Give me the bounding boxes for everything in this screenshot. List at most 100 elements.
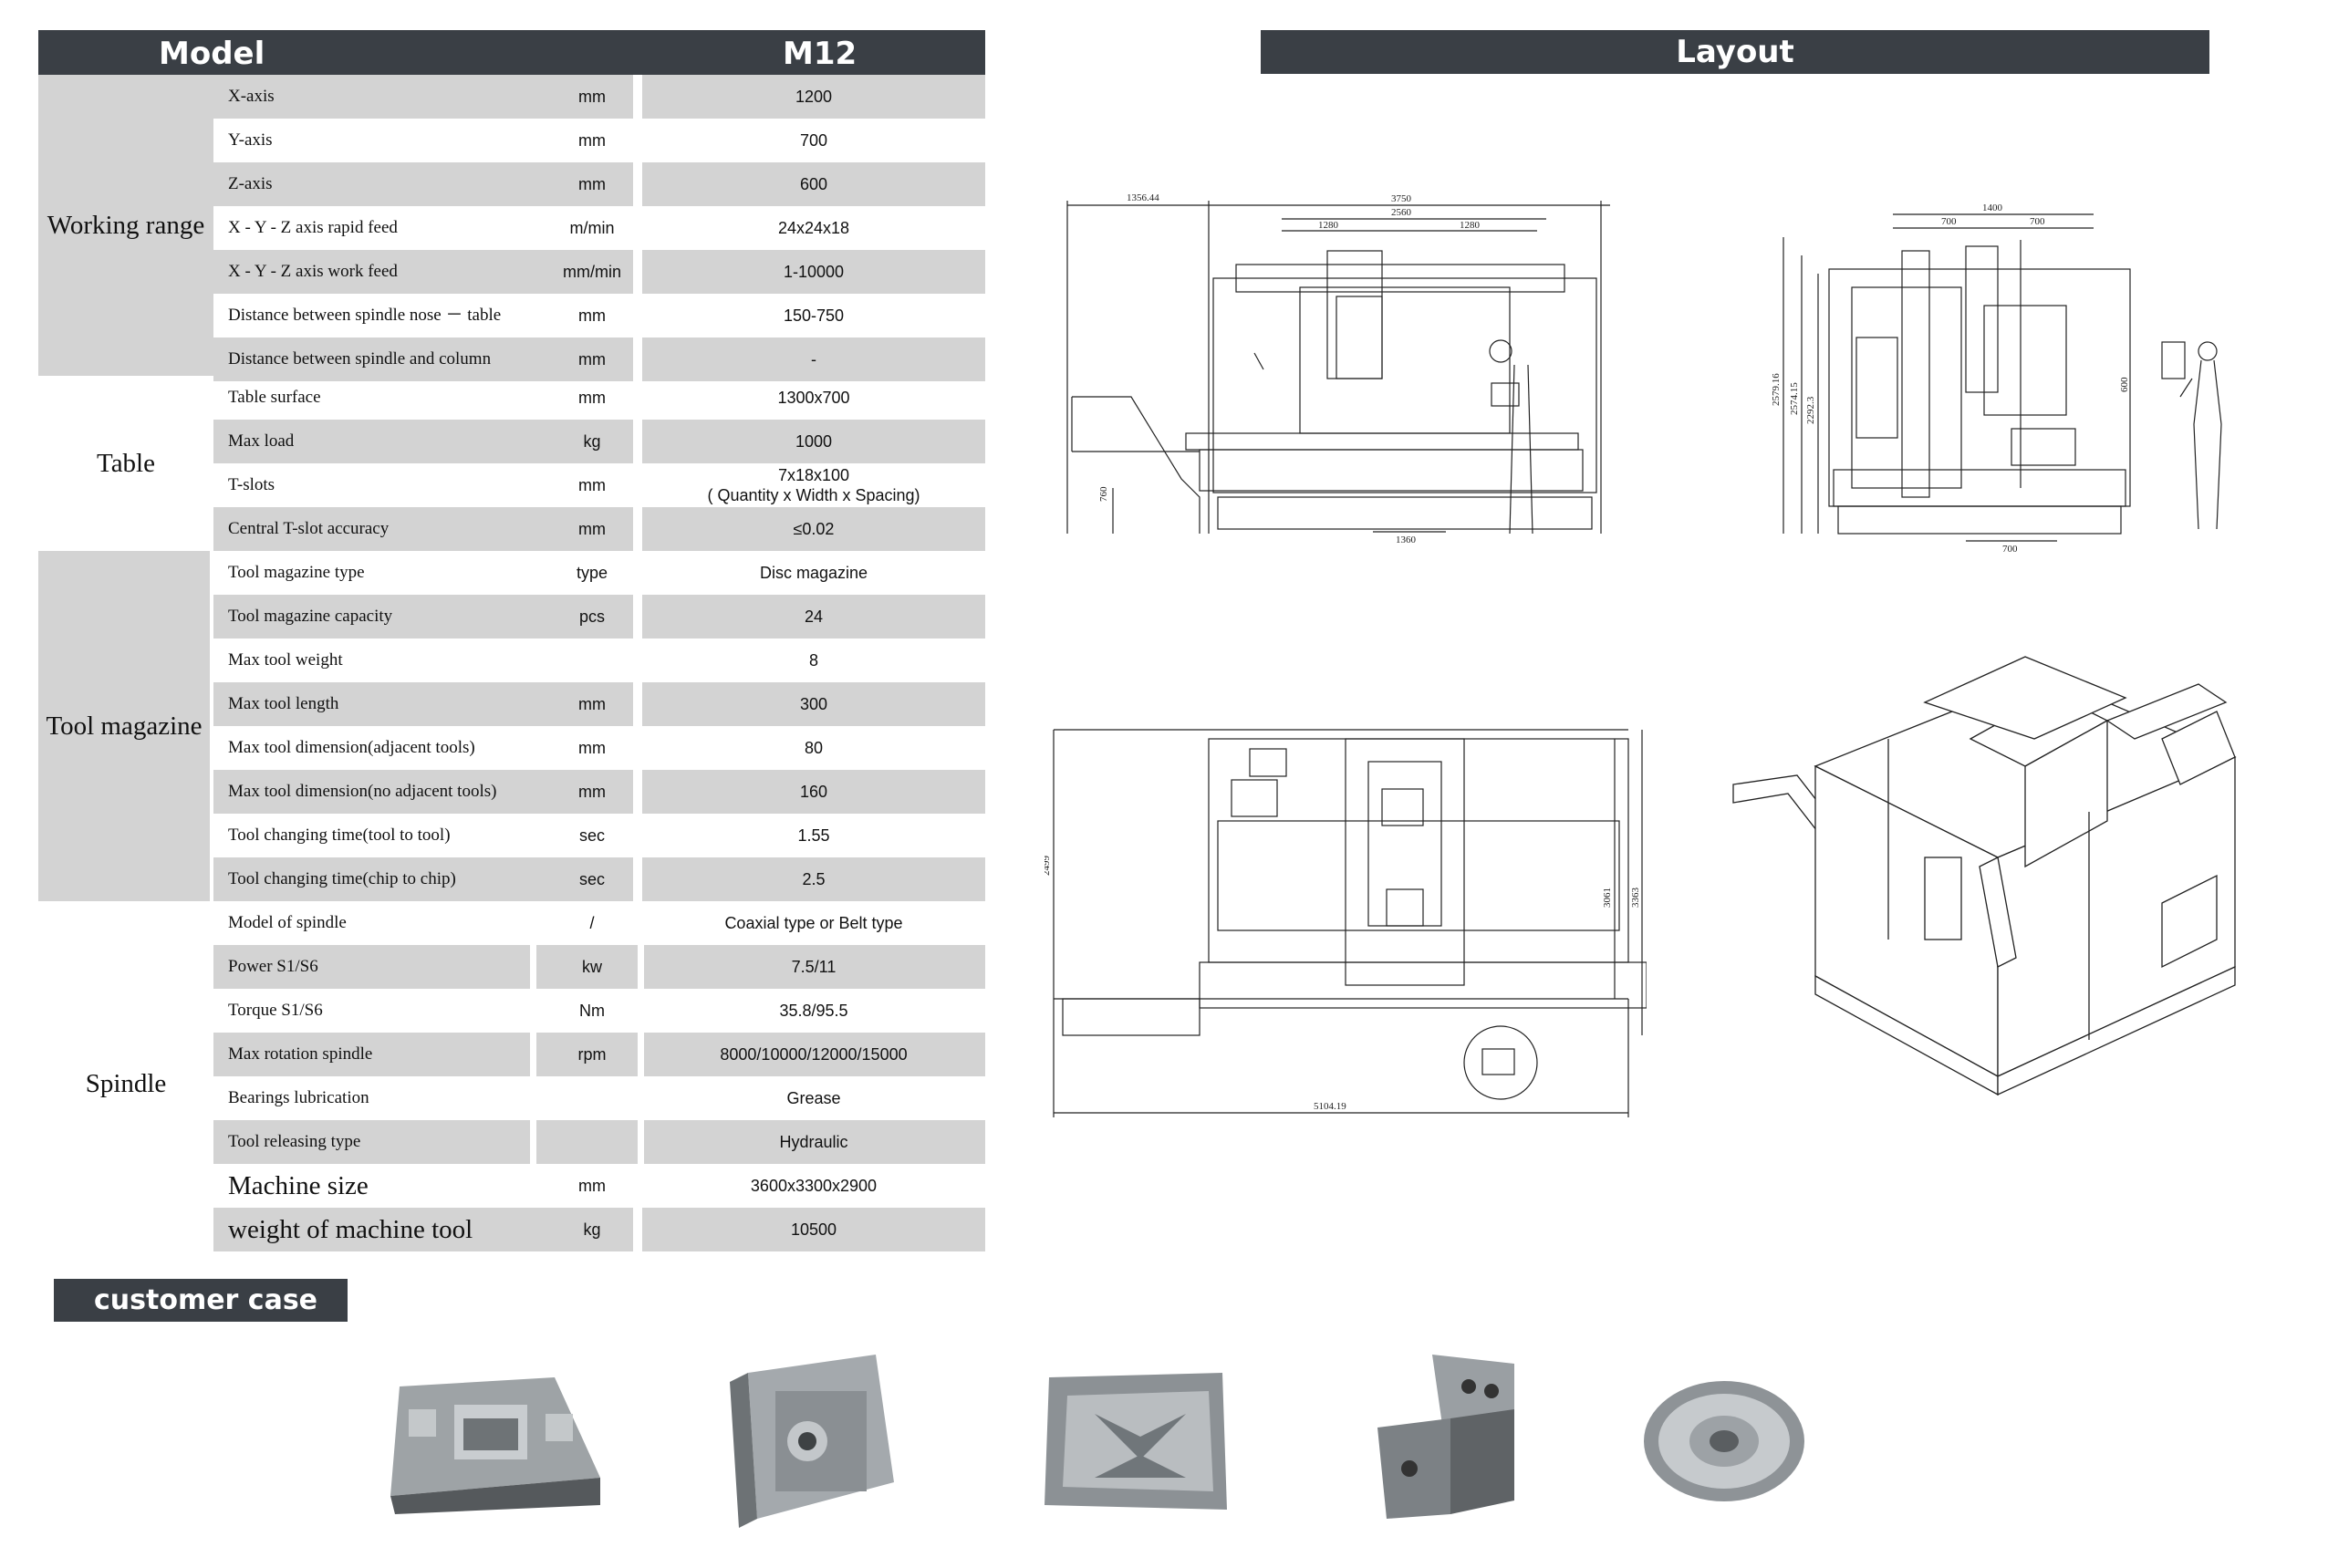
spec-label: Y-axis: [228, 130, 273, 150]
spec-value: 3600x3300x2900: [750, 1177, 878, 1195]
spec-label: Distance between spindle and column: [228, 349, 492, 369]
spec-unit: mm: [578, 739, 606, 757]
spec-unit: [542, 1076, 642, 1120]
spec-unit: mm: [578, 695, 606, 713]
dim-side-6: 600: [2119, 377, 2130, 392]
spec-value: 1200: [795, 88, 833, 106]
spec-label: Table surface: [228, 388, 321, 407]
spec-unit: type: [576, 564, 608, 582]
spec-unit: mm: [578, 350, 606, 369]
dim-front-5: 760: [1098, 486, 1109, 502]
spec-value: 80: [804, 739, 824, 757]
spec-value: 7.5/11: [791, 958, 837, 976]
spec-unit: pcs: [578, 607, 605, 626]
spec-unit: kw: [582, 958, 602, 976]
spec-unit: mm: [578, 783, 606, 801]
spec-label: weight of machine tool: [228, 1215, 473, 1244]
dim-front-3: 1280: [1318, 220, 1339, 231]
dim-front-2: 2560: [1391, 207, 1412, 218]
spec-unit: mm: [578, 520, 606, 538]
spec-value: Coaxial type or Belt type: [724, 914, 903, 932]
customer-case-header: customer case: [54, 1279, 348, 1322]
category-tool-magazine: Tool magazine: [38, 551, 210, 901]
spec-value: 150-750: [783, 306, 845, 325]
spec-label: Z-axis: [228, 174, 273, 193]
spec-value: 2.5: [802, 870, 826, 888]
top-view-drawing: 2499 3061 3363 5104.19: [1045, 729, 1647, 1117]
part-image-cavity-plate: [1045, 1373, 1227, 1510]
dim-top-1: 3061: [1602, 888, 1613, 908]
spec-label: Max tool weight: [228, 650, 343, 670]
spec-unit: kg: [583, 1220, 601, 1239]
dim-side-0: 1400: [1982, 202, 2003, 213]
spec-unit: mm: [578, 389, 606, 407]
dim-side-2: 700: [2030, 216, 2045, 227]
spec-label: X-axis: [228, 87, 275, 106]
spec-unit: sec: [578, 870, 605, 888]
spec-label: T-slots: [228, 475, 275, 494]
spec-value: 1300x700: [777, 389, 850, 407]
front-view-drawing: 1356.44 3750 2560 1280 1280 760 1360: [1066, 192, 1610, 543]
spec-value: 1.55: [797, 826, 830, 845]
spec-unit: mm: [578, 476, 606, 494]
spec-label: X - Y - Z axis work feed: [228, 262, 398, 281]
spec-row: Model of spindle/Coaxial type or Belt ty…: [213, 901, 985, 945]
spec-value: 10500: [790, 1220, 837, 1239]
category-working-range: Working range: [38, 75, 213, 376]
spec-value: 300: [799, 695, 828, 713]
spec-value: 24x24x18: [777, 219, 850, 237]
spec-unit: mm: [578, 88, 606, 106]
spec-label: Tool releasing type: [228, 1132, 361, 1151]
spec-label: Max rotation spindle: [228, 1044, 373, 1064]
spec-value: 600: [799, 175, 828, 193]
isometric-drawing: [1732, 656, 2237, 1096]
spec-row: X-axis mm 1200: [213, 75, 985, 119]
spec-label: Power S1/S6: [228, 957, 318, 976]
spec-value: 160: [799, 783, 828, 801]
dim-top-3: 5104.19: [1314, 1101, 1346, 1112]
spec-unit: sec: [578, 826, 605, 845]
spec-label: Tool changing time(chip to chip): [228, 869, 456, 888]
spec-label: Tool magazine capacity: [228, 607, 393, 626]
dim-side-3: 2579.16: [1771, 373, 1782, 406]
spec-row: weight of machine tool kg 10500: [213, 1208, 985, 1251]
spec-unit: mm: [578, 1177, 606, 1195]
dim-front-1: 3750: [1391, 193, 1412, 204]
spec-label: Torque S1/S6: [228, 1001, 323, 1020]
spec-unit: [542, 639, 642, 682]
spec-row: Max tool weight 8: [213, 639, 985, 682]
dim-front-4: 1280: [1460, 220, 1481, 231]
spec-label: Bearings lubrication: [228, 1088, 369, 1107]
spec-unit: mm/min: [563, 263, 621, 281]
spec-value: 1-10000: [783, 263, 845, 281]
layout-header: Layout: [1261, 30, 2209, 74]
dim-side-4: 2574.15: [1789, 382, 1800, 415]
spec-unit: mm: [578, 131, 606, 150]
spec-value: Grease: [786, 1089, 841, 1107]
spec-value: 700: [799, 131, 828, 150]
spec-value: 35.8/95.5: [779, 1002, 848, 1020]
spec-header-bar: Model M12: [38, 30, 985, 75]
side-view-drawing: 1400 700 700 2579.16 2574.15 2292.3 600 …: [1771, 202, 2222, 552]
spec-label: Tool magazine type: [228, 563, 365, 582]
part-image-bracket-part: [1377, 1355, 1514, 1519]
spec-label: Distance between spindle nose － table: [228, 306, 502, 325]
spec-value: 8: [808, 651, 818, 670]
spec-value: 1000: [795, 432, 833, 451]
dim-front-0: 1356.44: [1127, 192, 1159, 203]
part-image-machined-housing: [730, 1355, 894, 1528]
dim-side-7: 700: [2002, 544, 2018, 552]
category-table: Table: [97, 448, 155, 478]
spec-unit: rpm: [577, 1045, 607, 1064]
